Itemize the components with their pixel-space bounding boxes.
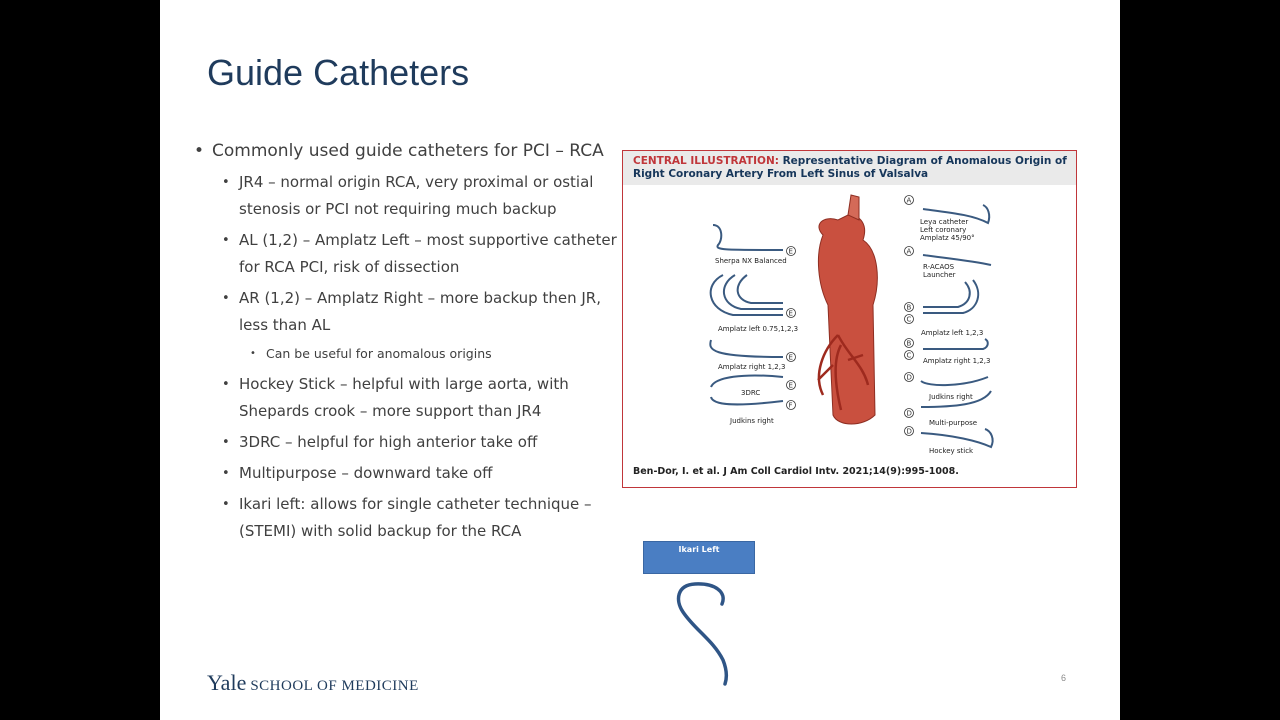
judkins-right-label: Judkins right xyxy=(729,417,774,425)
3drc-label: 3DRC xyxy=(741,389,760,397)
letter-marker xyxy=(786,380,796,390)
amplatz-left-shape xyxy=(709,274,783,316)
ikari-left-banner: Ikari Left xyxy=(643,541,755,574)
aorta-illustration xyxy=(818,214,878,425)
amplatz-left-shape xyxy=(723,274,783,310)
amplatz-left-shape xyxy=(923,281,971,308)
amplatz-left-shape xyxy=(736,274,783,304)
letter-marker xyxy=(904,426,914,436)
letter-marker xyxy=(904,302,914,312)
bullet-list: Commonly used guide catheters for PCI – … xyxy=(194,138,624,549)
page-number: 6 xyxy=(1061,673,1067,683)
judkins-right-shape xyxy=(920,376,989,387)
ikari-left-catheter-shape xyxy=(676,582,729,686)
amplatz-right-shape xyxy=(923,338,989,350)
letter-e: E xyxy=(789,382,793,390)
letter-marker xyxy=(786,308,796,318)
racaos-launcher-shape xyxy=(922,254,992,266)
letter-e: E xyxy=(789,354,793,362)
letter-marker xyxy=(904,195,914,205)
letter-marker xyxy=(786,400,796,410)
slide: Guide Catheters Commonly used guide cath… xyxy=(160,0,1120,720)
aorta-branch-illustration xyxy=(847,194,860,221)
multipurpose-shape xyxy=(920,390,992,408)
letter-marker xyxy=(904,372,914,382)
racaos-label-1: R-ACAOS xyxy=(923,263,955,271)
ikari-left-label: Ikari Left xyxy=(678,545,720,554)
sherpa-label: Sherpa NX Balanced xyxy=(715,257,787,265)
leya-catheter-shape xyxy=(922,204,991,225)
racaos-label-2: Launcher xyxy=(923,271,956,279)
coronary-artery-illustration xyxy=(817,334,870,411)
bullet-item: Multipurpose – downward take off xyxy=(194,460,624,487)
slide-title: Guide Catheters xyxy=(207,52,470,93)
letter-marker xyxy=(904,246,914,256)
hockey-stick-label: Hockey stick xyxy=(929,447,974,455)
bullet-item: Commonly used guide catheters for PCI – … xyxy=(194,138,624,165)
catheter-diagram: Sherpa NX Balanced E E Amplatz left 0.75… xyxy=(709,194,994,455)
leya-label-1: Leya catheter xyxy=(920,218,968,226)
letter-b: B xyxy=(907,304,912,312)
judkins-right-shape xyxy=(710,396,784,406)
amplatz-right-shape xyxy=(709,339,784,358)
bullet-item: JR4 – normal origin RCA, very proximal o… xyxy=(194,169,624,223)
yale-school-of-medicine-logo: Yale SCHOOL OF MEDICINE xyxy=(207,670,419,696)
bullet-item: AR (1,2) – Amplatz Right – more backup t… xyxy=(194,285,624,339)
3drc-shape xyxy=(710,374,784,388)
letter-c: C xyxy=(907,316,912,324)
amplatz-right-label: Amplatz right 1,2,3 xyxy=(718,363,785,371)
letter-d: D xyxy=(907,428,912,436)
letter-b: B xyxy=(907,340,912,348)
leya-label-2: Left coronary xyxy=(920,226,966,234)
bullet-item: Ikari left: allows for single catheter t… xyxy=(194,491,624,545)
judkins-right-label: Judkins right xyxy=(928,393,973,401)
letter-marker xyxy=(904,338,914,348)
letter-a: A xyxy=(907,248,912,256)
logo-yale: Yale xyxy=(207,670,247,695)
letter-marker xyxy=(904,314,914,324)
letter-e: E xyxy=(789,248,793,256)
multipurpose-label: Multi-purpose xyxy=(929,419,977,427)
hockey-stick-shape xyxy=(920,428,994,449)
central-illustration: CENTRAL ILLUSTRATION: Representative Dia… xyxy=(622,150,1077,488)
bullet-item: 3DRC – helpful for high anterior take of… xyxy=(194,429,624,456)
letter-marker xyxy=(786,352,796,362)
letter-d: D xyxy=(907,410,912,418)
figure-caption: Ben-Dor, I. et al. J Am Coll Cardiol Int… xyxy=(633,466,959,477)
figure-header: CENTRAL ILLUSTRATION: Representative Dia… xyxy=(623,151,1076,185)
amplatz-left-shape xyxy=(923,279,980,314)
letter-d: D xyxy=(907,374,912,382)
letter-a: A xyxy=(907,197,912,205)
amplatz-right-label: Amplatz right 1,2,3 xyxy=(923,357,990,365)
amplatz-left-label: Amplatz left 0.75,1,2,3 xyxy=(718,325,798,333)
leya-label-3: Amplatz 45/90° xyxy=(920,234,975,242)
letter-e: E xyxy=(789,310,793,318)
figure-header-tag: CENTRAL ILLUSTRATION: xyxy=(633,155,779,167)
letter-c: C xyxy=(907,352,912,360)
amplatz-left-label: Amplatz left 1,2,3 xyxy=(921,329,983,337)
logo-school: SCHOOL OF MEDICINE xyxy=(250,678,419,694)
letter-marker xyxy=(904,350,914,360)
sherpa-catheter-shape xyxy=(712,224,784,251)
bullet-item: Hockey Stick – helpful with large aorta,… xyxy=(194,371,624,425)
letter-marker xyxy=(904,408,914,418)
letter-marker xyxy=(786,246,796,256)
letter-f: F xyxy=(789,402,793,410)
bullet-item: AL (1,2) – Amplatz Left – most supportiv… xyxy=(194,227,624,281)
bullet-item: Can be useful for anomalous origins xyxy=(194,343,624,365)
figure-header-text: Representative Diagram of Anomalous Orig… xyxy=(633,155,1067,180)
